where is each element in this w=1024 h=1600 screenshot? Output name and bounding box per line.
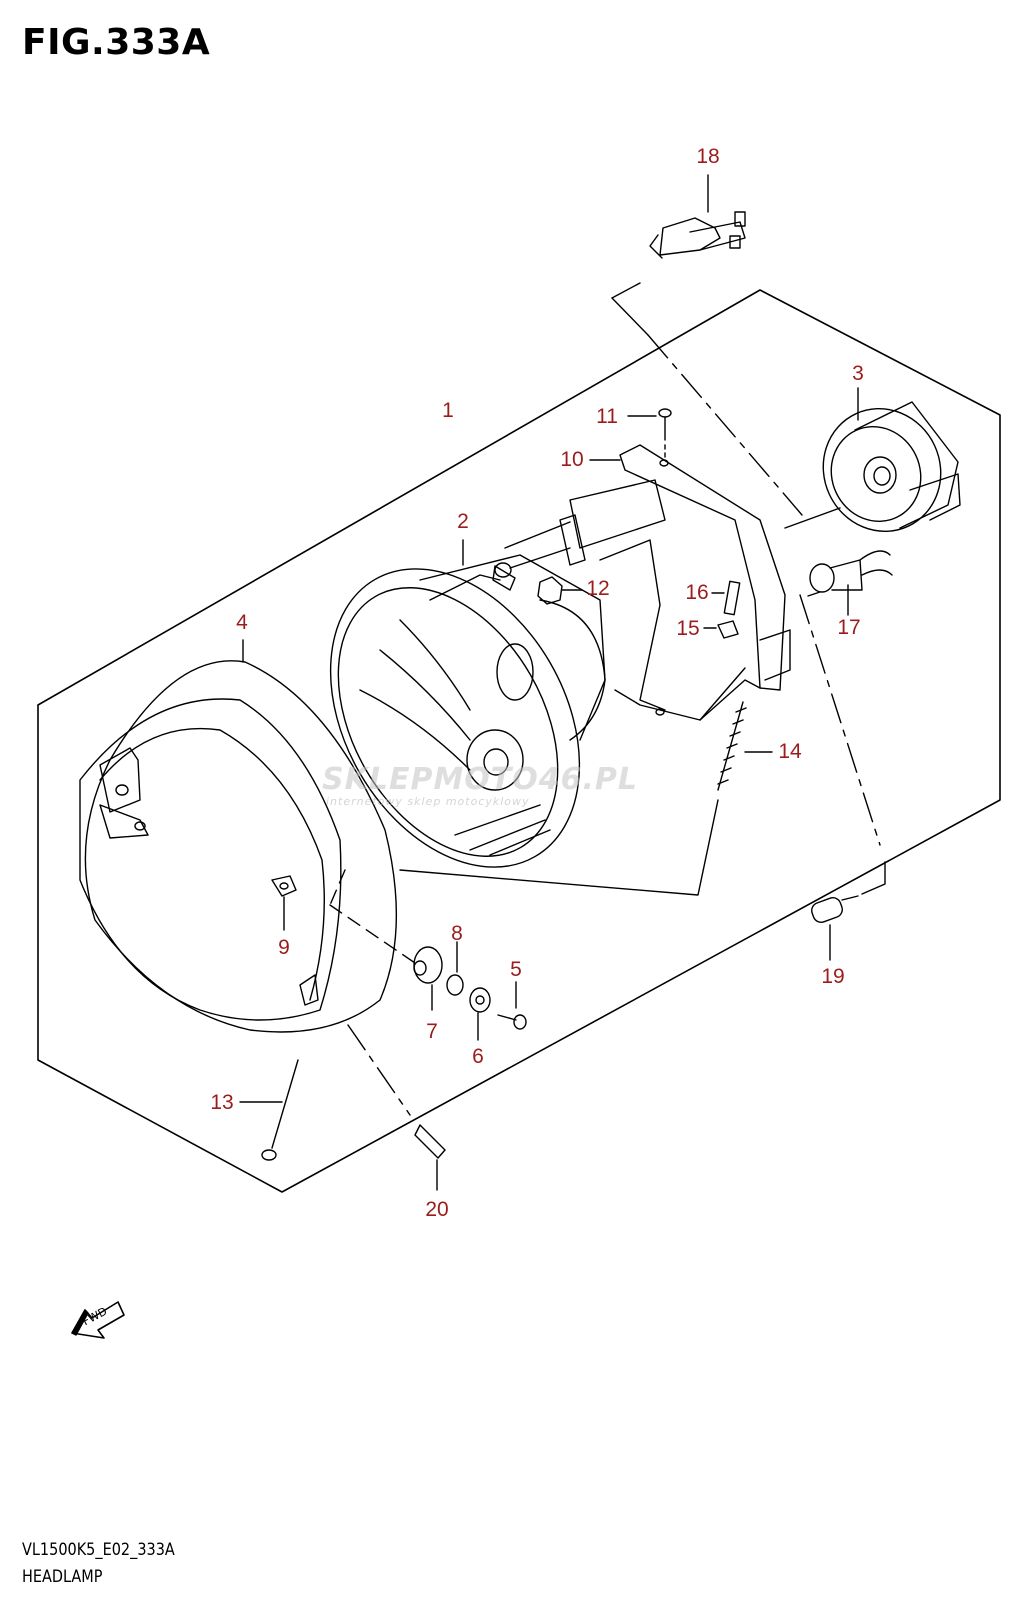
callout-4: 4	[236, 611, 248, 634]
callout-17: 17	[837, 616, 861, 639]
callout-10: 10	[560, 448, 584, 471]
callout-16: 16	[685, 581, 709, 604]
callout-6: 6	[472, 1045, 484, 1068]
watermark-tagline: internetowy sklep motocyklowy	[326, 795, 530, 808]
screw-20-part	[414, 1124, 446, 1191]
pilot-socket-17-part	[807, 550, 893, 616]
callout-13: 13	[210, 1091, 234, 1114]
watermark-logo: SKLEPMOTO46.PL	[322, 762, 639, 797]
callout-7: 7	[426, 1020, 438, 1043]
callout-15: 15	[676, 617, 700, 640]
headlamp-bulb-part	[649, 174, 746, 259]
spring-14-part	[717, 701, 747, 791]
figure-code: VL1500K5_E02_333A	[22, 1540, 175, 1560]
screw-5-part	[497, 981, 527, 1030]
screw-11-part	[627, 408, 672, 459]
figure-title: FIG.333A	[22, 22, 211, 63]
pin-16-part	[711, 580, 741, 616]
collar-15-part	[703, 620, 739, 639]
callout-2: 2	[457, 510, 469, 533]
assembly-outline	[37, 289, 1001, 1193]
pilot-bulb-19-part	[811, 861, 886, 961]
callout-8: 8	[451, 922, 463, 945]
callout-20: 20	[425, 1198, 449, 1221]
headlamp-rim-part	[79, 639, 398, 1033]
callout-12: 12	[586, 577, 610, 600]
callout-5: 5	[510, 958, 522, 981]
callout-3: 3	[852, 362, 864, 385]
bulb-leader	[611, 282, 641, 299]
headlamp-unit-part	[329, 539, 606, 868]
nut-12-part	[537, 576, 563, 605]
washer-6-part	[469, 987, 491, 1041]
callout-14: 14	[778, 740, 802, 763]
grommet-7-part	[413, 946, 443, 1011]
callout-11: 11	[596, 405, 618, 428]
callout-1: 1	[442, 399, 454, 422]
callout-19: 19	[821, 965, 845, 988]
callout-18: 18	[696, 145, 720, 168]
screw-13-part	[239, 1059, 299, 1161]
figure-name: HEADLAMP	[22, 1567, 103, 1587]
spacer-8-part	[446, 941, 464, 996]
callout-9: 9	[278, 936, 290, 959]
fwd-arrow-icon	[71, 1301, 125, 1339]
bulb-socket-part	[822, 387, 961, 533]
headlamp-bracket-part	[559, 444, 791, 721]
